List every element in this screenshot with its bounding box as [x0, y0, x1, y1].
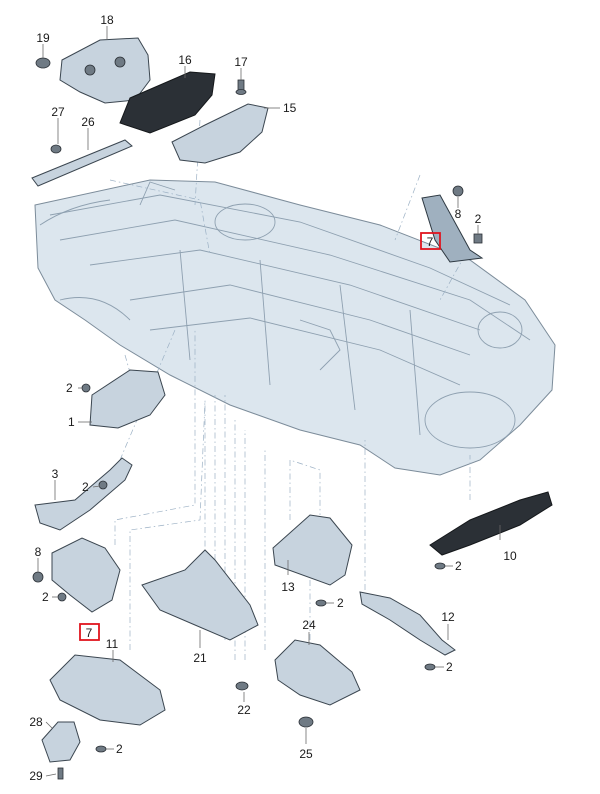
part-29-screw [57, 767, 64, 780]
vehicle-underbody [34, 179, 556, 476]
part-7-top-bracket [421, 194, 484, 263]
callout-13: 13 [281, 580, 295, 594]
callout-7-top: 7 [427, 235, 434, 249]
callout-2-top: 2 [475, 212, 482, 226]
part-22-mount [235, 681, 249, 691]
part-10-shield [429, 491, 553, 556]
callout-2-part10: 2 [455, 559, 462, 573]
callout-2-part12: 2 [446, 660, 453, 674]
callout-10: 10 [503, 549, 517, 563]
part-24-bracket [274, 639, 361, 706]
highlight-box-7-lower [79, 623, 100, 641]
callout-labels: 18 19 16 17 15 27 26 8 2 7 2 1 3 2 8 2 7… [29, 13, 517, 783]
part-8-nut-top [452, 185, 464, 197]
callout-25: 25 [299, 747, 313, 761]
part-16-insulation-pad [119, 71, 216, 134]
callout-17: 17 [234, 55, 248, 69]
part-2-clip-7 [57, 592, 67, 602]
part-2-clip-12 [424, 663, 436, 671]
callout-2-part13: 2 [337, 596, 344, 610]
part-17-bolt [235, 79, 247, 95]
callout-2-part1: 2 [66, 381, 73, 395]
part-15-heat-shield [171, 103, 269, 164]
part-2-clip-11 [95, 745, 107, 753]
part-7-lower-shield [51, 537, 121, 613]
callout-18: 18 [100, 13, 114, 27]
callout-24: 24 [302, 618, 316, 632]
part-12-bracket [359, 591, 456, 656]
callout-1: 1 [68, 415, 75, 429]
part-26-strip [31, 139, 133, 187]
callout-2-part7: 2 [42, 590, 49, 604]
part-27-clip [50, 144, 62, 154]
highlight-box-7-top [420, 232, 441, 250]
callout-2-part3: 2 [82, 480, 89, 494]
part-3-bracket [34, 457, 133, 531]
part-25-mount [298, 716, 314, 728]
part-2-clip-1 [81, 383, 91, 393]
callout-22: 22 [237, 703, 251, 717]
callout-28: 28 [29, 715, 43, 729]
callout-27: 27 [51, 105, 65, 119]
part-18-heat-shield [59, 37, 151, 104]
callout-15: 15 [283, 101, 297, 115]
callout-7-lower: 7 [86, 626, 93, 640]
callout-21: 21 [193, 651, 207, 665]
part-8-nut-lower [32, 571, 44, 583]
part-11-heat-shield [49, 654, 166, 726]
callout-8-lower: 8 [35, 545, 42, 559]
callout-16: 16 [178, 53, 192, 67]
part-19-nut [35, 57, 51, 69]
callout-26: 26 [81, 115, 95, 129]
callout-2-part11: 2 [116, 742, 123, 756]
part-28-bracket [41, 721, 81, 763]
part-2-clip-3 [98, 480, 108, 490]
callout-19: 19 [36, 31, 50, 45]
leader-lines [37, 26, 501, 777]
callout-11: 11 [106, 637, 119, 651]
callout-12: 12 [441, 610, 455, 624]
callout-8-top: 8 [455, 207, 462, 221]
part-2-clip-10 [434, 562, 446, 570]
part-13-shield [272, 514, 353, 586]
part-21-bracket [141, 549, 259, 641]
part-2-clip-top [473, 233, 483, 244]
part-1-heat-shield [89, 369, 166, 429]
callout-3: 3 [52, 467, 59, 481]
callout-29: 29 [29, 769, 43, 783]
part-2-clip-13 [315, 599, 327, 607]
